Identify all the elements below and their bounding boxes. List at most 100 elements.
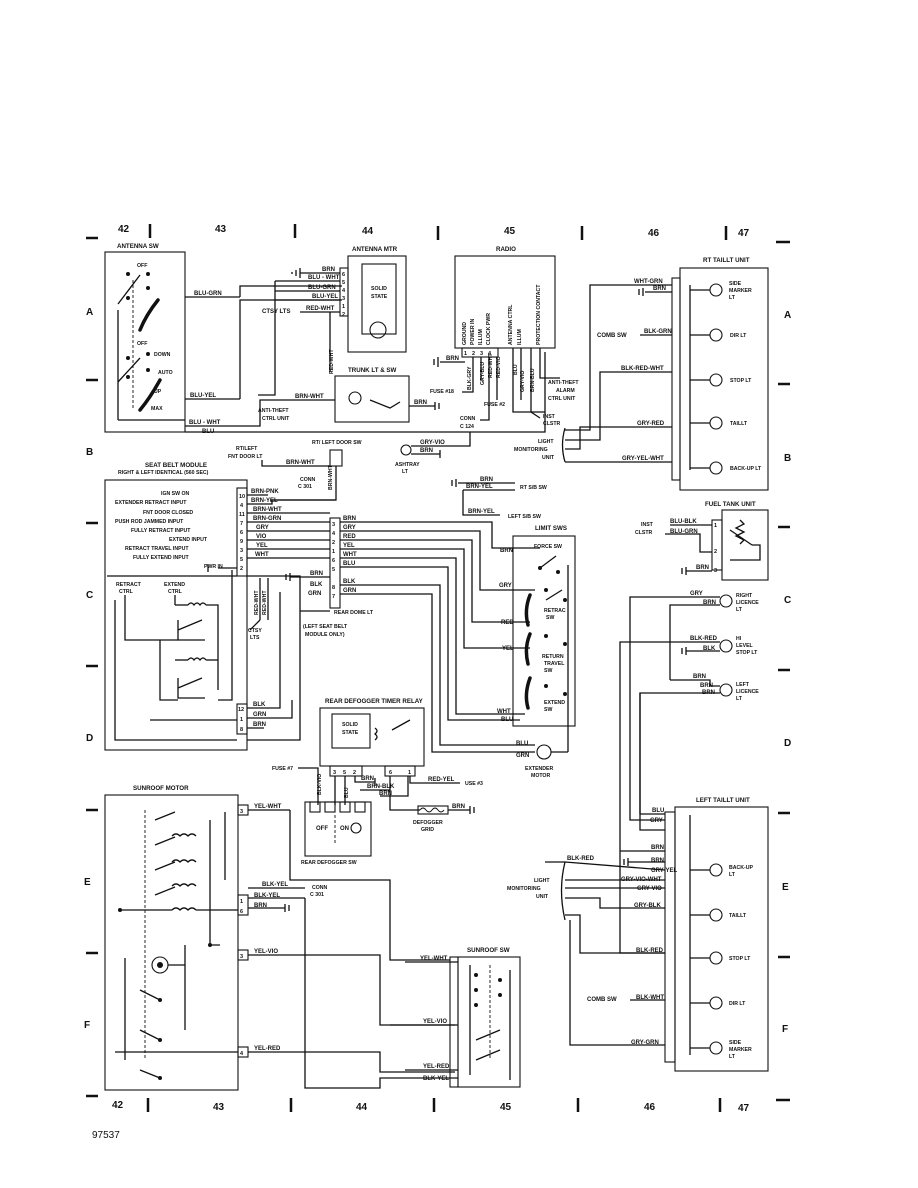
row-a-left: A	[86, 307, 93, 318]
fuel-pin-2: 2	[714, 549, 717, 555]
wire-yel-wht-srsw: YEL-WHT	[420, 956, 448, 962]
sb-switch-wires: BRN BRN-YEL RT S/B SW BRN-YEL LEFT S/B S…	[451, 477, 547, 520]
rt-lamp-side: SIDE	[729, 281, 742, 287]
conn-pin-5: 5	[332, 567, 335, 573]
sb-pin-5: 5	[240, 557, 243, 563]
radio-pn-3: 3	[480, 351, 483, 357]
sb-pin-8: 8	[240, 727, 243, 733]
wire-blu-ext: BLU	[516, 741, 528, 747]
wire-brn-lt-1: BRN	[651, 845, 664, 851]
wire-gry-vio-wht: GRY-VIO-WHT	[621, 877, 662, 883]
sb-input-pwr: PWR IN	[204, 564, 223, 570]
rt-lamp-dir: DIR LT	[730, 333, 747, 339]
wire-blk-red-lt: BLK-RED	[636, 948, 664, 954]
ashtray-2: LT	[402, 469, 409, 475]
defog-pin-2: 2	[353, 770, 356, 776]
defogger-solid: SOLID	[342, 722, 358, 728]
defog-pin-6: 6	[389, 770, 392, 776]
wire-wht-sb: WHT	[255, 552, 269, 558]
wire-brn-lic-4: BRN	[702, 690, 715, 696]
defog-sw-off: OFF	[316, 826, 328, 832]
wire-yel-limit-2: YEL	[502, 646, 514, 652]
trunk-lt-title: TRUNK LT & SW	[348, 367, 397, 374]
wire-brn-wht-sb: BRN-WHT	[253, 507, 282, 513]
limit-extend: EXTEND	[544, 700, 565, 706]
wire-brn-limit: BRN	[343, 516, 356, 522]
grid-col-43: 43	[215, 224, 227, 235]
defog-grid-1: DEFOGGER	[413, 820, 443, 826]
antenna-sw-max: MAX	[151, 406, 163, 412]
grid-col-47-bottom: 47	[738, 1103, 750, 1114]
sb-pin-3: 3	[240, 548, 243, 554]
fuel-tank-title: FUEL TANK UNIT	[705, 501, 756, 508]
wire-blk-red-wht: BLK-RED-WHT	[621, 366, 664, 372]
left-sb-only-2: MODULE ONLY)	[305, 632, 345, 638]
light-mon-rt-1: LIGHT	[538, 439, 554, 445]
conn-c301-1: CONN	[300, 477, 316, 483]
radio-pin-antenna: ANTENNA CTRL	[508, 304, 514, 345]
radio-pin-protection: PROTECTION CONTACT	[536, 284, 542, 345]
wire-brn-defog: BRN	[361, 776, 374, 782]
wire-blk-yel-srsw: BLK-YEL	[423, 1076, 449, 1082]
antenna-sw-up: UP	[154, 389, 162, 395]
wire-brn-pnk: BRN-PNK	[251, 489, 279, 495]
wire-blk-vio: BLK-VIO	[317, 774, 323, 795]
grid-bottom: 42 43 44 45 46 47	[86, 1094, 790, 1114]
sb-input-retract-travel: RETRACT TRAVEL INPUT	[125, 546, 189, 552]
antenna-mtr-pin-6: 6	[342, 272, 345, 278]
wire-brn-ash: BRN	[420, 448, 433, 454]
wire-red-yel: RED-YEL	[428, 777, 455, 783]
wire-gry-lt: GRY	[650, 818, 663, 824]
wire-blu-limit: BLU	[343, 561, 355, 567]
limit-return: RETURN	[542, 654, 564, 660]
wire-blk-yel-1: BLK-YEL	[262, 882, 288, 888]
row-a-right: A	[784, 310, 791, 321]
radio-title: RADIO	[496, 246, 516, 253]
lt-lamp-backup-lt: LT	[729, 872, 736, 878]
antenna-mtr-pin-3: 3	[342, 296, 345, 302]
wire-gry-grn: GRY-GRN	[631, 1040, 659, 1046]
defog-sw-title: REAR DEFOGGER SW	[301, 860, 357, 866]
ctsy-lts-label: CTSY LTS	[262, 309, 290, 315]
sunroof-motor-title: SUNROOF MOTOR	[133, 785, 189, 792]
wire-brn-lt-2: BRN	[651, 858, 664, 864]
inst-clstr-1: INST	[543, 414, 556, 420]
limit-sws-title: LIMIT SWS	[535, 525, 567, 532]
limit-switches: LIMIT SWS FORCE SW RETRAC SW RETURN TRAV…	[497, 525, 576, 727]
sb-input-extend: EXTEND INPUT	[169, 537, 208, 543]
sunroof-switch: SUNROOF SW YEL-WHT YEL-VIO YEL-RED BLK-Y…	[304, 898, 521, 1089]
wire-blk-sb: BLK	[253, 702, 266, 708]
wire-blk-hi: BLK	[703, 646, 716, 652]
lt-lamp-stop: STOP LT	[729, 956, 751, 962]
anti-theft-alarm-3: CTRL UNIT	[548, 396, 576, 402]
wire-grn-sb: GRN	[253, 712, 266, 718]
wire-blu-wht-2: BLU - WHT	[308, 275, 340, 281]
wire-gry-red: GRY-RED	[637, 421, 665, 427]
wire-brn-lic-2: BRN	[693, 674, 706, 680]
conn-c301-2: C 301	[298, 484, 312, 490]
defog-pin-3: 3	[333, 770, 336, 776]
limit-force-sw: FORCE SW	[534, 544, 562, 550]
antenna-motor: ANTENNA MTR SOLID STATE 6 5 4 3 1 2 BRN …	[258, 246, 407, 396]
licence-left-1: LEFT	[736, 682, 750, 688]
wire-brn-sr: BRN	[254, 903, 267, 909]
sb-pin-12: 12	[238, 707, 244, 713]
sb-pin-7: 7	[240, 521, 243, 527]
rt-left-door-2: FNT DOOR LT	[228, 454, 263, 460]
comb-sw-rt: COMB SW	[597, 333, 627, 339]
sb-retract-ctrl-1: RETRACT	[116, 582, 142, 588]
wire-red-wht-sb2: RED-WHT	[262, 590, 268, 615]
rt-left-door-1: RT/LEFT	[236, 446, 258, 452]
wire-gry-lic: GRY	[690, 591, 703, 597]
wire-brn-blk: BRN-BLK	[367, 784, 395, 790]
rt-lamp-marker: MARKER	[729, 288, 752, 294]
light-mon-lt-3: UNIT	[536, 894, 549, 900]
antenna-sw-down: DOWN	[154, 352, 171, 358]
grid-col-47: 47	[738, 228, 750, 239]
wire-blk-red-hi: BLK-RED	[690, 636, 718, 642]
wire-gry-limit-2: GRY	[499, 583, 512, 589]
defogger-state: STATE	[342, 730, 359, 736]
antenna-mtr-solid: SOLID	[371, 286, 387, 292]
wire-blk-gry: BLK-GRY	[467, 366, 473, 390]
